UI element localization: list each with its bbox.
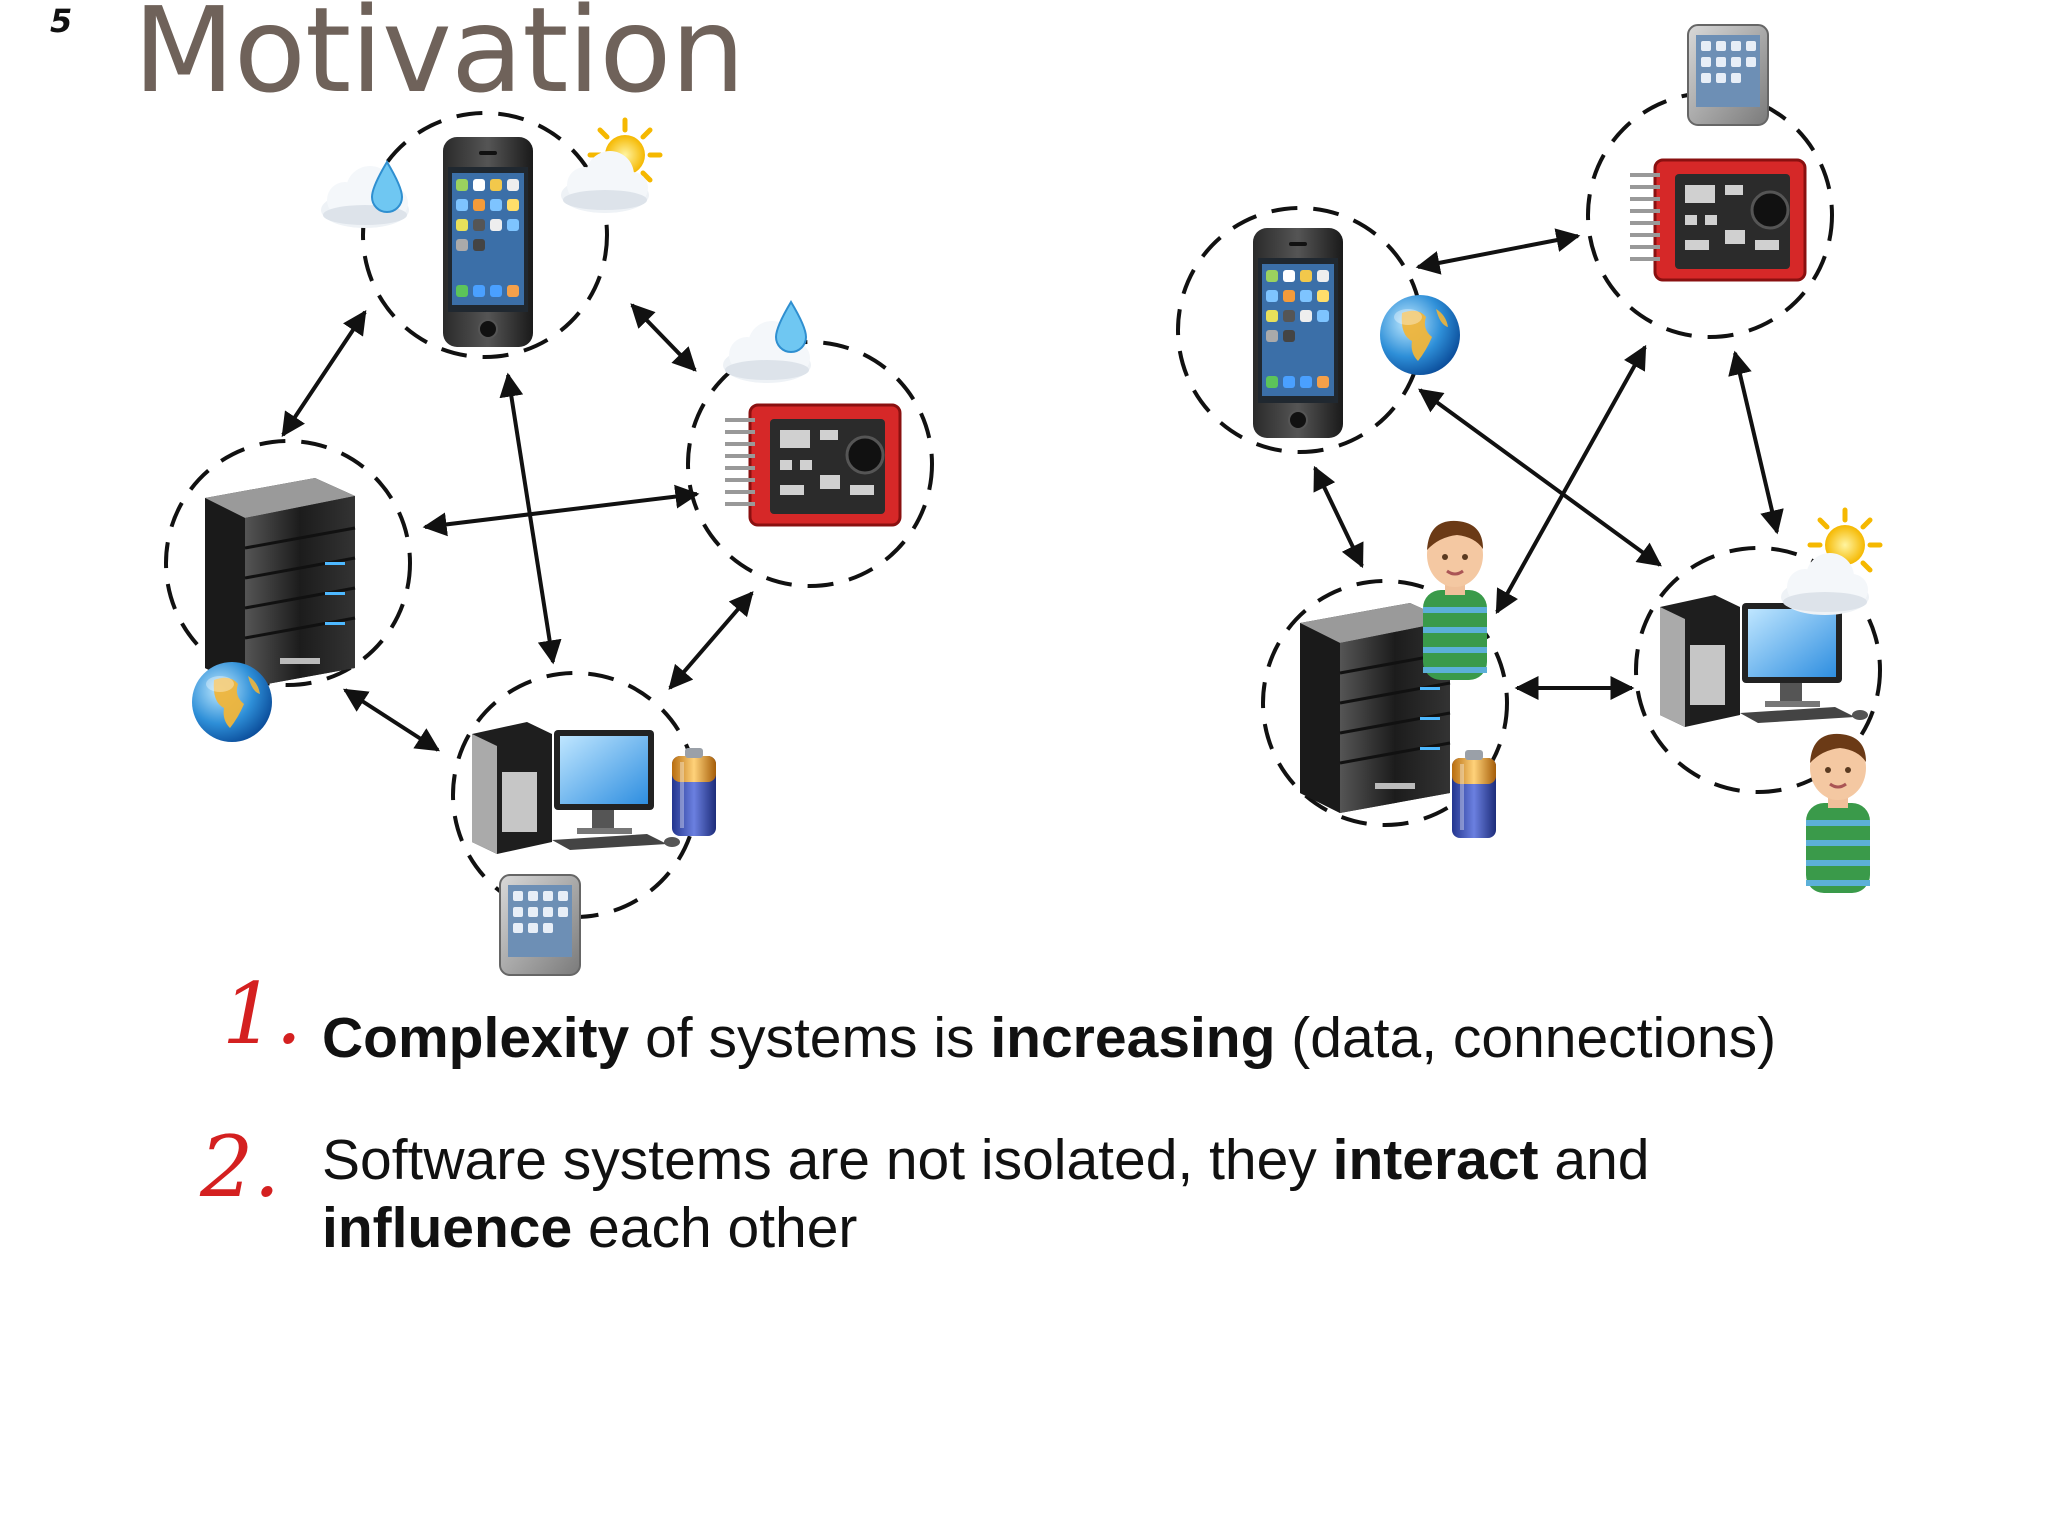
node-circle xyxy=(1586,91,1834,339)
bullet-2: Software systems are not isolated, they … xyxy=(322,1126,1650,1262)
bullet-number-1: 1. xyxy=(222,965,303,1063)
right-node-circles xyxy=(1176,91,1882,827)
left-connections xyxy=(281,303,754,752)
desktop-computer-icon xyxy=(1660,595,1868,727)
bullet-1: Complexity of systems is increasing (dat… xyxy=(322,1004,1776,1072)
bullet-2-line-1: Software systems are not isolated, they … xyxy=(322,1126,1650,1194)
desktop-computer-icon xyxy=(472,722,680,854)
node-circle xyxy=(686,340,934,588)
page-number: 5 xyxy=(50,2,73,40)
sensor-board-icon xyxy=(1628,158,1807,282)
node-circle xyxy=(1261,579,1509,827)
tablet-icon xyxy=(1687,24,1769,126)
bullet-2-text-end: each other xyxy=(572,1196,858,1260)
bullet-number-2: 2. xyxy=(200,1118,281,1216)
connection-arrow xyxy=(1415,228,1581,275)
connection-arrow xyxy=(1728,350,1784,535)
connection-arrow xyxy=(281,310,367,437)
connection-arrow xyxy=(1313,465,1364,569)
node-circle xyxy=(164,439,412,687)
slide-title: Motivation xyxy=(133,0,745,119)
smartphone-icon xyxy=(442,136,534,348)
battery-icon xyxy=(1452,750,1496,838)
server-icon xyxy=(203,476,357,690)
bullet-1-bold-increasing: increasing xyxy=(990,1006,1276,1070)
bullet-2-line-2: influence each other xyxy=(322,1194,1650,1262)
connection-arrow xyxy=(342,688,441,752)
person-icon xyxy=(1423,521,1487,680)
battery-icon xyxy=(672,748,716,836)
person-icon xyxy=(1806,734,1870,893)
cloud-icon xyxy=(1781,553,1869,615)
bullet-2-text-and: and xyxy=(1538,1128,1650,1192)
right-connections xyxy=(1313,228,1784,700)
tablet-icon xyxy=(499,874,581,976)
globe-icon xyxy=(192,662,272,742)
connection-arrow xyxy=(499,372,562,665)
bullet-2-text: Software systems are not isolated, they xyxy=(322,1128,1333,1192)
right-network xyxy=(1176,24,1882,893)
bullet-1-text-end: (data, connections) xyxy=(1275,1006,1777,1070)
water-drop-icon xyxy=(775,301,807,353)
bullet-2-bold-influence: influence xyxy=(322,1196,573,1260)
bullet-1-text: of systems is xyxy=(629,1006,991,1070)
sensor-board-icon xyxy=(723,403,902,527)
bullet-1-bold-complexity: Complexity xyxy=(322,1006,630,1070)
node-circle xyxy=(1634,546,1882,794)
bullet-2-bold-interact: interact xyxy=(1332,1128,1539,1192)
left-network xyxy=(164,111,934,976)
connection-arrow xyxy=(422,484,700,537)
connection-arrow xyxy=(630,303,697,372)
smartphone-icon xyxy=(1252,227,1344,439)
connection-arrow xyxy=(668,591,754,690)
node-circle xyxy=(361,111,609,359)
globe-icon xyxy=(1380,295,1460,375)
connection-arrow xyxy=(1495,344,1647,615)
